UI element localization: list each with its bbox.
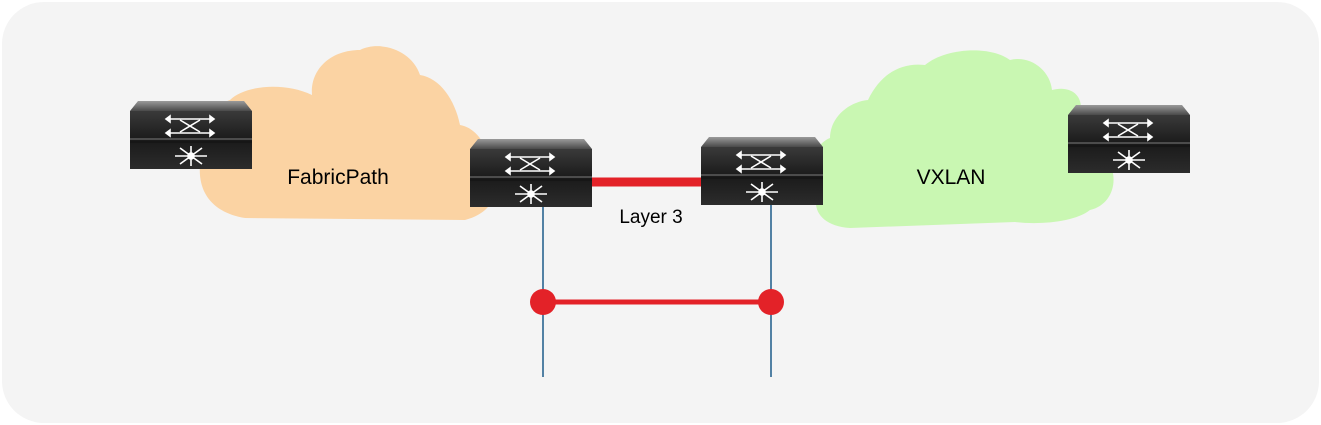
- l2-endpoint-right: [758, 289, 784, 315]
- switch-icon: [469, 138, 593, 208]
- layer3-label: Layer 3: [619, 207, 682, 228]
- vxlan-label: VXLAN: [917, 166, 986, 189]
- switch-icon: [129, 100, 253, 170]
- fabricpath-label: FabricPath: [287, 166, 389, 189]
- switch-icon: [1067, 104, 1191, 174]
- fabricpath-cloud: FabricPath: [198, 46, 495, 220]
- switch-icon: [700, 136, 824, 206]
- vxlan-cloud: VXLAN: [811, 50, 1114, 229]
- l2-endpoint-left: [530, 289, 556, 315]
